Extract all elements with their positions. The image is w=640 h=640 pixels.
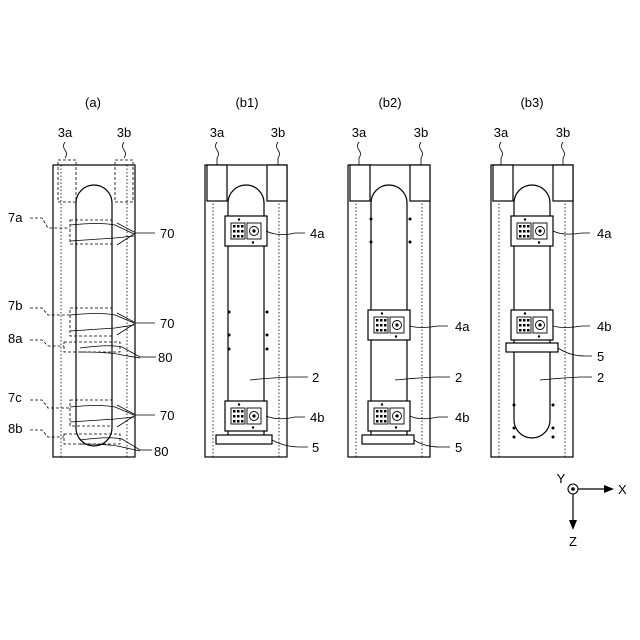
guide-3a — [207, 165, 227, 201]
component-4b — [368, 401, 410, 431]
panel-b1-title: (b1) — [235, 95, 258, 110]
label-70-top: 70 — [160, 226, 174, 241]
label-80-mid: 80 — [158, 350, 172, 365]
guide-3b — [267, 165, 287, 201]
plate-5 — [506, 343, 558, 352]
plate-5 — [362, 435, 414, 444]
label-b3-2: 2 — [597, 370, 604, 385]
panel-b1: 3a 3b 4a 2 4b 5 — [205, 125, 325, 457]
label-3b: 3b — [117, 125, 131, 140]
label-b2-4a: 4a — [455, 319, 470, 334]
panel-b3: 3a 3b 4a 4b 5 2 — [491, 125, 612, 457]
plate-5 — [216, 435, 272, 444]
guide-3b-hidden — [115, 160, 133, 202]
label-70-mid: 70 — [160, 316, 174, 331]
axis-label-y: Y — [557, 471, 566, 486]
label-8a: 8a — [8, 331, 23, 346]
label-b2-3b: 3b — [414, 125, 428, 140]
panel-a-title: (a) — [85, 95, 101, 110]
label-b1-2: 2 — [312, 370, 319, 385]
component-4a — [368, 310, 410, 340]
label-7a: 7a — [8, 210, 23, 225]
panel-a: 3a 3b 7a 70 7b 70 8a — [8, 125, 174, 459]
label-b2-2: 2 — [455, 370, 462, 385]
label-70-bottom: 70 — [160, 408, 174, 423]
label-b1-3a: 3a — [210, 125, 225, 140]
guide-3a — [350, 165, 370, 201]
label-3a: 3a — [58, 125, 73, 140]
label-8b: 8b — [8, 421, 22, 436]
panel-b2: 3a 3b 4a 2 4b 5 — [348, 125, 470, 457]
component-4a — [225, 216, 267, 246]
label-b3-4b: 4b — [597, 319, 611, 334]
label-b2-5: 5 — [455, 440, 462, 455]
label-80-bottom: 80 — [154, 444, 168, 459]
label-b3-4a: 4a — [597, 226, 612, 241]
panel-b2-title: (b2) — [378, 95, 401, 110]
guide-3b — [410, 165, 430, 201]
axis-label-x: X — [618, 482, 627, 497]
panel-a-frame — [53, 165, 135, 457]
component-4a — [511, 216, 553, 246]
label-7c: 7c — [8, 390, 22, 405]
label-7b: 7b — [8, 298, 22, 313]
component-4b — [225, 401, 267, 431]
label-b3-5: 5 — [597, 349, 604, 364]
axis-indicator: Y X Z — [557, 471, 627, 549]
axis-label-z: Z — [569, 534, 577, 549]
panel-b3-title: (b3) — [520, 95, 543, 110]
label-b1-4a: 4a — [310, 226, 325, 241]
label-b1-5: 5 — [312, 440, 319, 455]
component-4b — [511, 310, 553, 340]
label-b3-3b: 3b — [556, 125, 570, 140]
guide-3b — [553, 165, 573, 201]
label-b3-3a: 3a — [494, 125, 509, 140]
guide-3a — [493, 165, 513, 201]
label-b1-4b: 4b — [310, 410, 324, 425]
label-b1-3b: 3b — [271, 125, 285, 140]
label-b2-3a: 3a — [352, 125, 367, 140]
label-b2-4b: 4b — [455, 410, 469, 425]
